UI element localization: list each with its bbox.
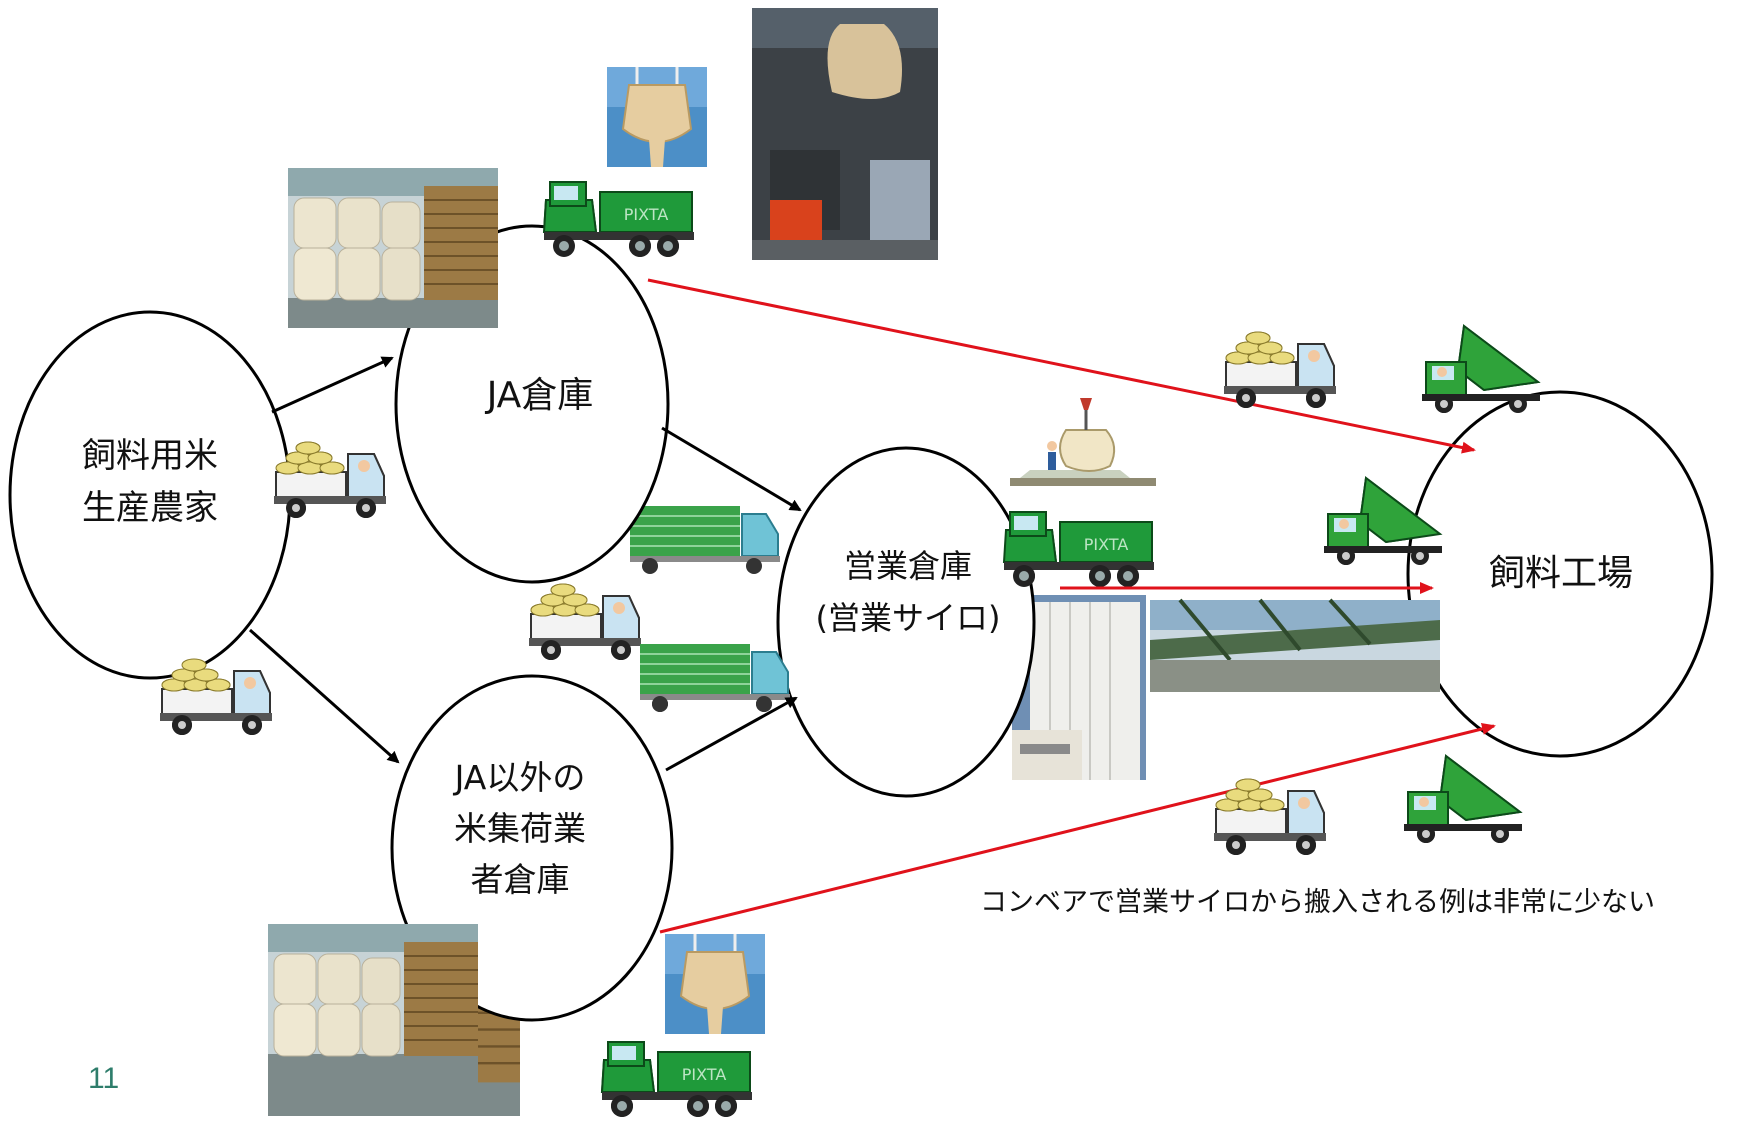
dump-truck-icon: [543, 181, 695, 258]
dump-truck-icon: [1421, 325, 1541, 414]
label-other-warehouse: JA以外の 米集荷業 者倉庫: [454, 758, 586, 899]
box-truck-icon: [629, 505, 781, 575]
forklift-photo: [752, 8, 938, 260]
node-feed-factory: [1406, 390, 1714, 758]
light-truck-icon: [273, 441, 387, 519]
arrow-ja-to-commercial: [661, 426, 802, 512]
arrow-farmer-to-other: [249, 628, 400, 764]
label-commercial-warehouse: 営業倉庫 (営業サイロ): [815, 547, 1001, 637]
arrow-ja-to-factory: [647, 278, 1476, 454]
dump-truck-icon: [1403, 755, 1523, 844]
light-truck-icon: [1213, 778, 1327, 856]
box-truck-icon: [639, 643, 791, 713]
arrow-farmer-to-ja: [271, 356, 394, 414]
warehouse-photo: [287, 167, 499, 329]
label-feed-factory: 飼料工場: [1488, 553, 1633, 594]
silo-photo: [1012, 595, 1146, 780]
node-commercial-warehouse: [776, 446, 1036, 798]
label-ja-warehouse: JA倉庫: [486, 375, 594, 416]
flexible-bag-photo: [663, 932, 767, 1036]
dump-truck-icon: [601, 1041, 753, 1118]
warehouse-photo: [267, 923, 479, 1085]
conveyor-note: コンベアで営業サイロから搬入される例は非常に少ない: [980, 887, 1655, 918]
label-farmer: 飼料用米 生産農家: [82, 436, 218, 528]
arrow-other-to-commercial: [665, 696, 798, 772]
light-truck-icon: [528, 583, 642, 661]
page-number: 11: [88, 1062, 120, 1095]
arrow-other-to-factory: [659, 723, 1496, 934]
light-truck-icon: [1223, 331, 1337, 409]
flexible-bag-photo: [605, 65, 709, 169]
conveyor-photo: [1150, 598, 1440, 692]
dump-truck-icon: [1003, 511, 1155, 588]
crane-bag-icon: [1010, 398, 1156, 486]
light-truck-icon: [159, 658, 273, 736]
